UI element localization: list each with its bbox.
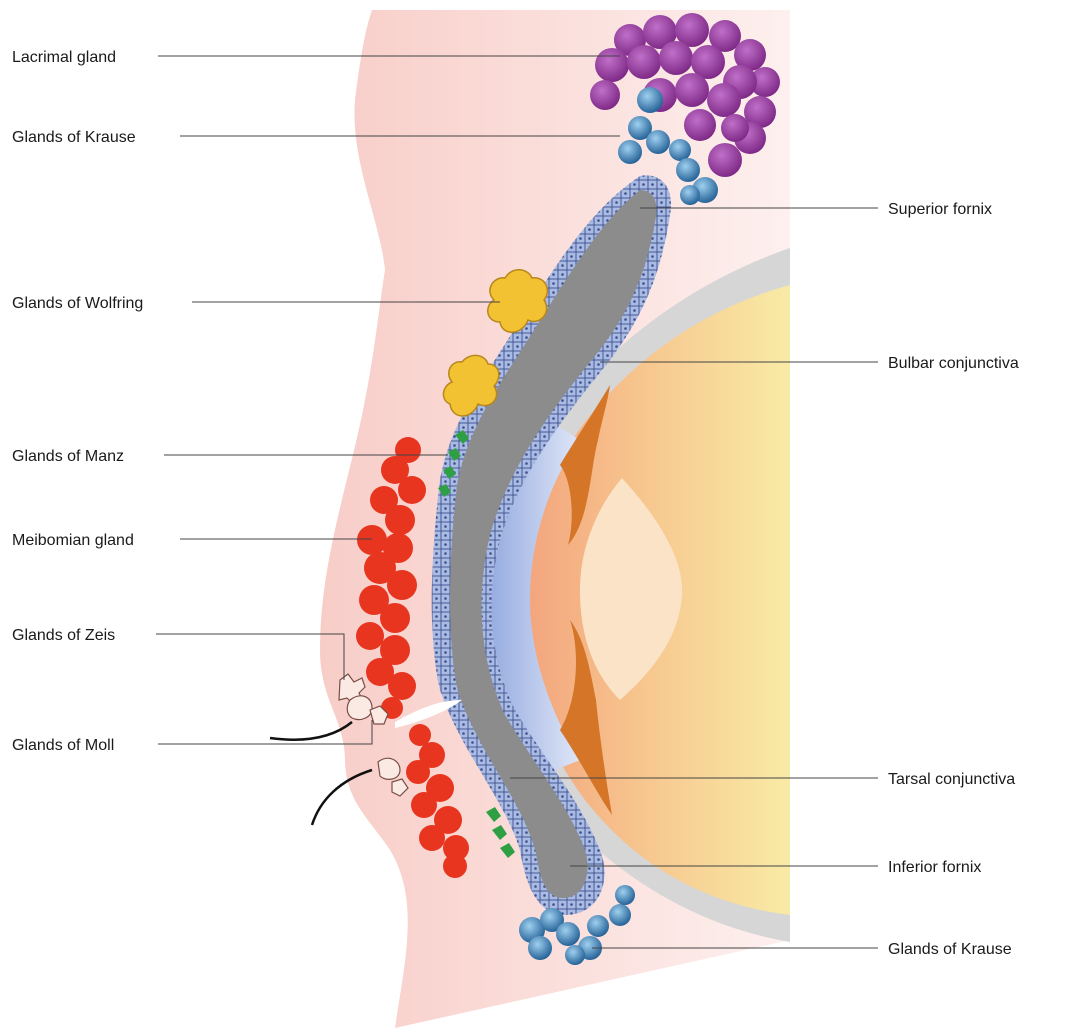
- leader-glands-of-zeis: [156, 634, 344, 680]
- label-superior-fornix: Superior fornix: [888, 201, 992, 218]
- label-inferior-fornix: Inferior fornix: [888, 859, 981, 876]
- label-bulbar-conjunctiva: Bulbar conjunctiva: [888, 355, 1019, 372]
- label-glands-of-krause-upper: Glands of Krause: [12, 129, 136, 146]
- label-glands-of-krause-lower: Glands of Krause: [888, 941, 1012, 958]
- label-glands-of-zeis: Glands of Zeis: [12, 627, 115, 644]
- label-lacrimal-gland: Lacrimal gland: [12, 49, 116, 66]
- label-meibomian-gland: Meibomian gland: [12, 532, 134, 549]
- label-glands-of-moll: Glands of Moll: [12, 737, 114, 754]
- label-tarsal-conjunctiva: Tarsal conjunctiva: [888, 771, 1015, 788]
- label-glands-of-wolfring: Glands of Wolfring: [12, 295, 143, 312]
- label-glands-of-manz: Glands of Manz: [12, 448, 124, 465]
